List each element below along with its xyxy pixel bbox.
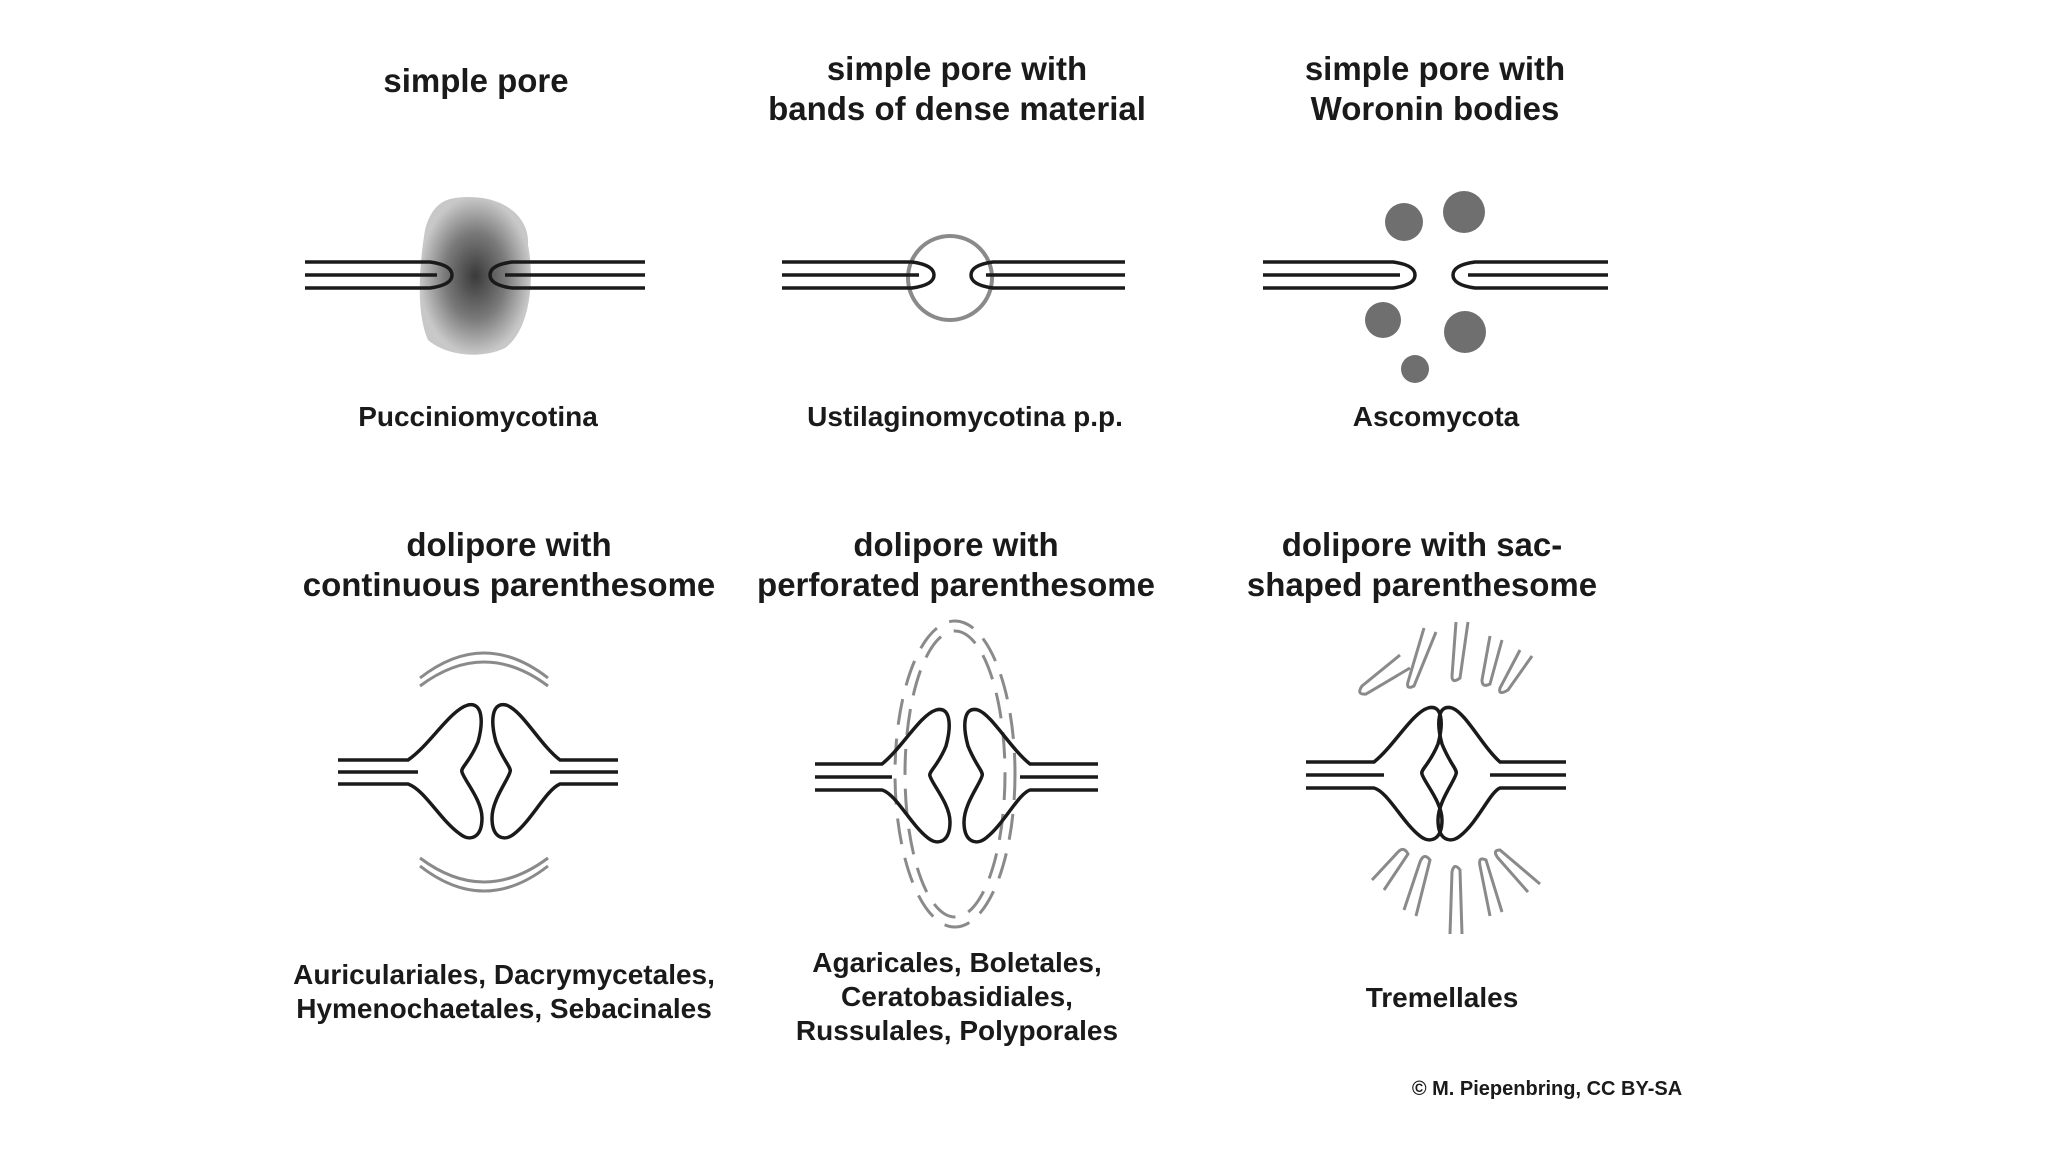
perforated-dolipore-diagram bbox=[815, 619, 1098, 929]
taxa-line: Hymenochaetales, Sebacinales bbox=[296, 993, 712, 1024]
woronin-body bbox=[1443, 191, 1485, 233]
cell-wall-right bbox=[488, 260, 645, 290]
woronin-body bbox=[1401, 355, 1429, 383]
parenthesome-sac bbox=[1478, 857, 1504, 917]
woronin-pore-diagram bbox=[1263, 191, 1608, 383]
parenthesome-sac bbox=[1448, 865, 1464, 935]
parenthesome-sac bbox=[1450, 621, 1470, 683]
copyright-credit: © M. Piepenbring, CC BY-SA bbox=[1411, 1078, 1683, 1100]
dense-material-band bbox=[906, 234, 994, 322]
panel-6-title: dolipore with sac- shaped parenthesome bbox=[1247, 525, 1597, 605]
panel-4-taxa: Auriculariales, Dacrymycetales, Hymenoch… bbox=[293, 958, 715, 1026]
parenthesome-sac bbox=[1358, 653, 1411, 696]
taxa-line: Ascomycota bbox=[1352, 401, 1520, 432]
taxa-line: Auriculariales, Dacrymycetales, bbox=[293, 959, 715, 990]
dolipore-swelling-right bbox=[490, 703, 618, 840]
taxa-line: Ustilaginomycotina p.p. bbox=[807, 401, 1123, 432]
parenthesome-sac bbox=[1406, 627, 1438, 689]
cell-wall-right bbox=[969, 260, 1125, 290]
title-line: continuous parenthesome bbox=[302, 566, 716, 603]
title-line: Woronin bodies bbox=[1310, 90, 1560, 127]
panel-4-title: dolipore with continuous parenthesome bbox=[303, 525, 716, 605]
taxa-line: Pucciniomycotina bbox=[358, 401, 598, 432]
simple-pore-diagram bbox=[305, 197, 645, 355]
panel-6-taxa: Tremellales bbox=[1366, 981, 1519, 1015]
dense-material-cloud bbox=[419, 197, 531, 355]
taxa-line: Russulales, Polyporales bbox=[795, 1015, 1119, 1046]
taxa-line: Ceratobasidiales, bbox=[841, 981, 1073, 1012]
taxa-line: Agaricales, Boletales, bbox=[812, 947, 1102, 978]
parenthesome-cap bbox=[419, 856, 549, 884]
woronin-body bbox=[1385, 203, 1423, 241]
continuous-dolipore-diagram bbox=[338, 651, 618, 893]
panel-3-title: simple pore with Woronin bodies bbox=[1305, 49, 1565, 129]
parenthesome-sac bbox=[1498, 649, 1534, 695]
woronin-body bbox=[1365, 302, 1401, 338]
sac-shaped-dolipore-diagram bbox=[1306, 621, 1566, 935]
title-line: dolipore with bbox=[853, 526, 1059, 563]
title-line: perforated parenthesome bbox=[757, 566, 1155, 603]
parenthesome-perforated bbox=[903, 629, 1007, 919]
woronin-body bbox=[1444, 311, 1486, 353]
panel-2-taxa: Ustilaginomycotina p.p. bbox=[807, 400, 1123, 434]
panel-5-taxa: Agaricales, Boletales, Ceratobasidiales,… bbox=[796, 946, 1118, 1048]
panel-5-title: dolipore with perforated parenthesome bbox=[757, 525, 1155, 605]
panel-3-taxa: Ascomycota bbox=[1353, 400, 1520, 434]
panel-1-taxa: Pucciniomycotina bbox=[358, 400, 598, 434]
banded-pore-diagram bbox=[782, 234, 1125, 322]
cell-wall-left bbox=[305, 260, 454, 290]
parenthesome-cap bbox=[419, 864, 549, 893]
cell-wall-left bbox=[782, 260, 936, 290]
parenthesome-sac bbox=[1370, 847, 1410, 891]
cell-wall-left bbox=[1263, 260, 1417, 290]
title-line: dolipore with sac- bbox=[1281, 526, 1563, 563]
panel-1-title: simple pore bbox=[383, 61, 568, 101]
parenthesome-cap bbox=[419, 660, 549, 688]
cell-wall-right bbox=[1451, 260, 1608, 290]
parenthesome-sac bbox=[1493, 848, 1541, 893]
parenthesome-cap bbox=[419, 651, 549, 680]
parenthesome-sac bbox=[1402, 855, 1432, 917]
dolipore-swelling-left bbox=[338, 703, 484, 840]
title-line: bands of dense material bbox=[768, 90, 1146, 127]
title-line: shaped parenthesome bbox=[1246, 566, 1598, 603]
title-line: simple pore with bbox=[1304, 50, 1566, 87]
panel-2-title: simple pore with bands of dense material bbox=[768, 49, 1146, 129]
dolipore-swelling-right bbox=[962, 707, 1098, 844]
dolipore-swelling-right bbox=[1436, 705, 1566, 842]
dolipore-swelling-left bbox=[815, 707, 952, 844]
parenthesome-perforated bbox=[893, 619, 1017, 929]
title-line: dolipore with bbox=[406, 526, 612, 563]
title-line: simple pore bbox=[383, 62, 569, 99]
parenthesome-sac bbox=[1480, 635, 1504, 687]
title-line: simple pore with bbox=[826, 50, 1088, 87]
taxa-line: Tremellales bbox=[1365, 982, 1519, 1013]
dolipore-swelling-left bbox=[1306, 705, 1444, 842]
